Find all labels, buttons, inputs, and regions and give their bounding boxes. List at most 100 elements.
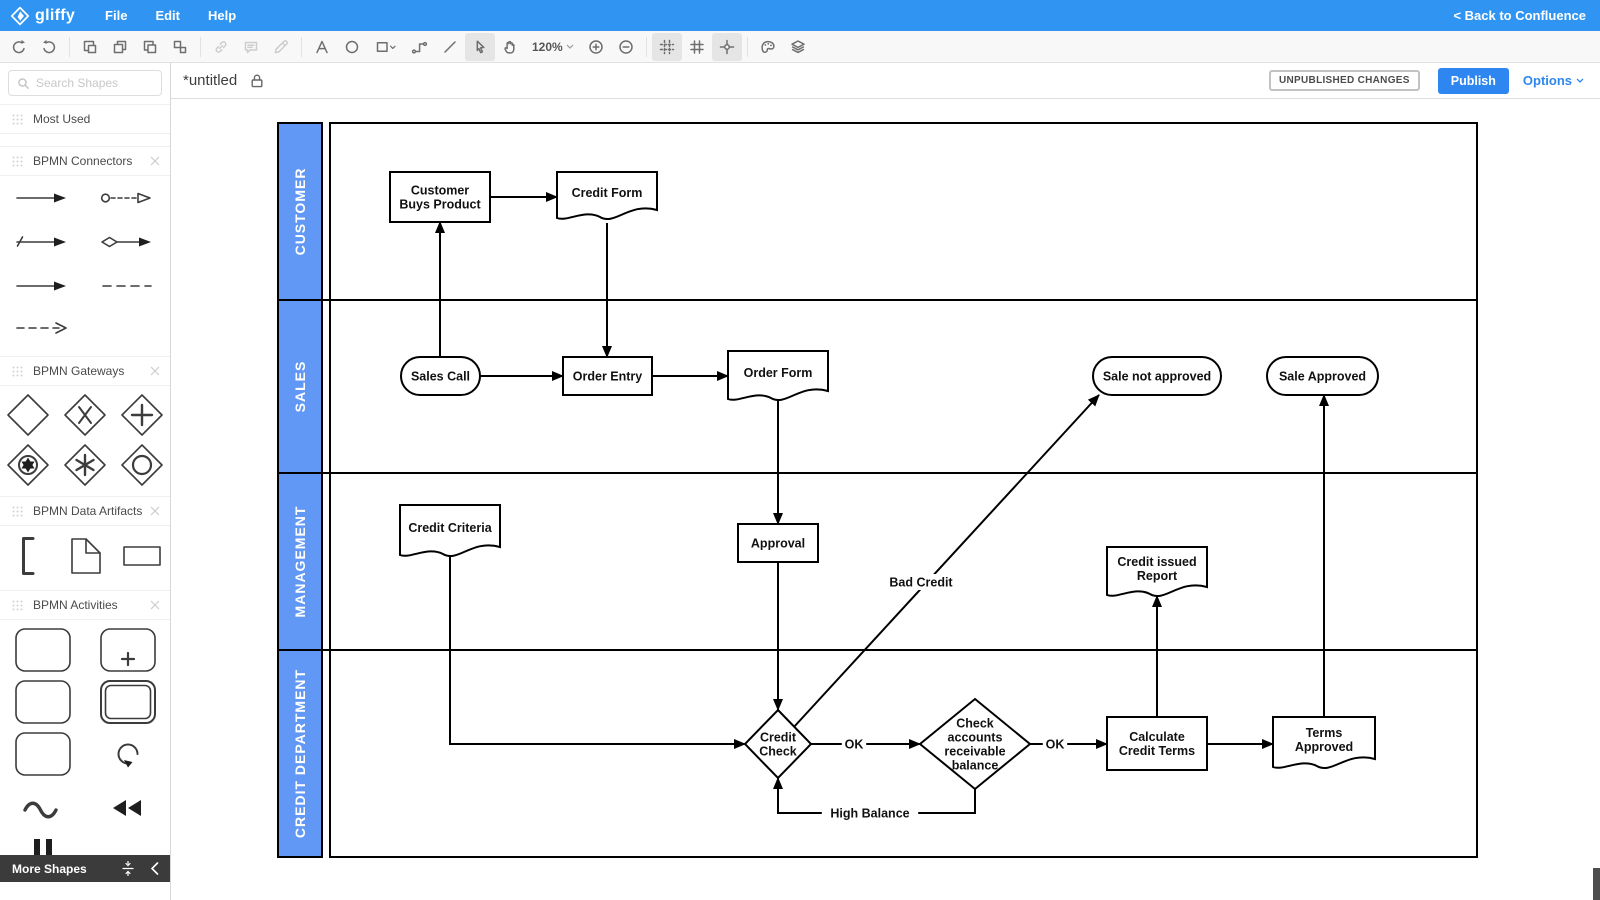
shape-task-plain[interactable]: [0, 676, 85, 728]
menu-help[interactable]: Help: [208, 8, 237, 23]
node-order-form[interactable]: Order Form: [727, 350, 829, 401]
publish-button[interactable]: Publish: [1437, 67, 1509, 94]
line-tool-button[interactable]: [435, 33, 465, 61]
shape-data-rectangle[interactable]: [113, 528, 170, 584]
shape-data-object[interactable]: [57, 528, 114, 584]
text-tool-button[interactable]: [307, 33, 337, 61]
shape-conditional-flow[interactable]: [85, 220, 170, 264]
drag-handle-icon[interactable]: [12, 600, 23, 611]
node-credit-criteria[interactable]: Credit Criteria: [399, 504, 501, 557]
shape-task-plain-2[interactable]: [0, 728, 85, 780]
lane-label-credit-department[interactable]: CREDIT DEPARTMENT: [277, 649, 323, 858]
collapse-sidebar-chevron-icon[interactable]: [150, 862, 159, 875]
node-order-entry[interactable]: Order Entry: [562, 356, 653, 396]
vertical-scrollbar-thumb[interactable]: [1593, 868, 1600, 900]
shape-gateway-complex[interactable]: [0, 440, 57, 490]
shape-loop-marker[interactable]: [85, 728, 170, 780]
comment-button[interactable]: [236, 33, 266, 61]
close-icon[interactable]: [150, 600, 160, 610]
duplicate-button[interactable]: [135, 33, 165, 61]
undo-button[interactable]: [4, 33, 34, 61]
drag-handle-icon[interactable]: [12, 366, 23, 377]
bring-to-front-button[interactable]: [75, 33, 105, 61]
show-grid-button[interactable]: [682, 33, 712, 61]
shape-gateway-event-based[interactable]: [113, 440, 170, 490]
menu-file[interactable]: File: [105, 8, 128, 23]
shape-pause-marker[interactable]: [0, 834, 85, 874]
lane-label-sales[interactable]: SALES: [277, 299, 323, 474]
shape-gateway-inclusive-star[interactable]: [57, 440, 114, 490]
shape-default-flow[interactable]: [0, 220, 85, 264]
edge-balance-ok[interactable]: OK: [1030, 736, 1108, 752]
more-shapes-bar[interactable]: More Shapes: [0, 855, 170, 882]
lane-label-management[interactable]: MANAGEMENT: [277, 472, 323, 651]
edge-highbalance[interactable]: High Balance: [773, 777, 976, 821]
shape-gateway-parallel[interactable]: [113, 390, 170, 440]
section-bpmn-activities[interactable]: BPMN Activities: [0, 590, 170, 620]
shape-gateway-exclusive-blank[interactable]: [0, 390, 57, 440]
shape-compensation-marker[interactable]: [85, 790, 170, 826]
section-bpmn-data-artifacts[interactable]: BPMN Data Artifacts: [0, 496, 170, 526]
shape-gateway-exclusive-x[interactable]: [57, 390, 114, 440]
shape-task[interactable]: [0, 624, 85, 676]
lane-label-customer[interactable]: CUSTOMER: [277, 122, 323, 301]
snap-to-grid-button[interactable]: [651, 32, 682, 61]
layers-button[interactable]: [783, 33, 813, 61]
drag-handle-icon[interactable]: [12, 114, 23, 125]
theme-button[interactable]: [753, 33, 783, 61]
zoom-level-dropdown[interactable]: 120%: [525, 40, 581, 54]
ellipse-tool-button[interactable]: [337, 33, 367, 61]
shape-message-flow[interactable]: [85, 176, 170, 220]
node-sale-not-approved[interactable]: Sale not approved: [1092, 356, 1222, 396]
node-sales-call[interactable]: Sales Call: [400, 356, 481, 396]
close-icon[interactable]: [150, 156, 160, 166]
node-credit-form[interactable]: Credit Form: [556, 171, 658, 220]
drag-handle-icon[interactable]: [12, 506, 23, 517]
drag-handle-icon[interactable]: [12, 156, 23, 167]
shape-dashed-open-arrow[interactable]: [0, 308, 85, 348]
drawing-guides-button[interactable]: [711, 32, 742, 61]
shape-tool-button[interactable]: [367, 33, 405, 61]
node-approval[interactable]: Approval: [737, 523, 819, 563]
shape-annotation-bracket[interactable]: [0, 528, 57, 584]
search-input[interactable]: Search Shapes: [8, 70, 162, 96]
back-to-confluence-link[interactable]: < Back to Confluence: [1453, 8, 1586, 23]
eyedropper-button[interactable]: [266, 33, 296, 61]
zoom-out-button[interactable]: [611, 33, 641, 61]
node-sale-approved[interactable]: Sale Approved: [1266, 356, 1379, 396]
shape-sequence-flow[interactable]: [0, 176, 85, 220]
edge-creditcheck-ok[interactable]: OK: [811, 736, 921, 752]
section-bpmn-connectors[interactable]: BPMN Connectors: [0, 146, 170, 176]
edge-badcredit[interactable]: Bad Credit: [792, 394, 1100, 729]
redo-button[interactable]: [34, 33, 64, 61]
shape-call-activity[interactable]: [85, 676, 170, 728]
shape-dashed-line[interactable]: [85, 264, 170, 308]
lock-icon[interactable]: [250, 73, 264, 89]
close-icon[interactable]: [150, 506, 160, 516]
send-to-back-button[interactable]: [105, 33, 135, 61]
pan-tool-button[interactable]: [495, 33, 525, 61]
collapse-panels-icon[interactable]: [120, 861, 136, 876]
section-bpmn-gateways[interactable]: BPMN Gateways: [0, 356, 170, 386]
section-most-used[interactable]: Most Used: [0, 104, 170, 134]
close-icon[interactable]: [150, 366, 160, 376]
shape-subprocess[interactable]: [85, 624, 170, 676]
select-tool-button[interactable]: [465, 32, 495, 61]
shape-solid-arrow[interactable]: [0, 264, 85, 308]
document-title[interactable]: *untitled: [183, 72, 238, 89]
connector-tool-button[interactable]: [405, 33, 435, 61]
shape-ad-hoc-marker[interactable]: [0, 790, 85, 826]
options-dropdown[interactable]: Options: [1523, 73, 1584, 88]
edge-criteria-to-creditcheck[interactable]: [449, 554, 746, 749]
group-button[interactable]: [165, 33, 195, 61]
link-button[interactable]: [206, 33, 236, 61]
menu-edit[interactable]: Edit: [155, 8, 180, 23]
